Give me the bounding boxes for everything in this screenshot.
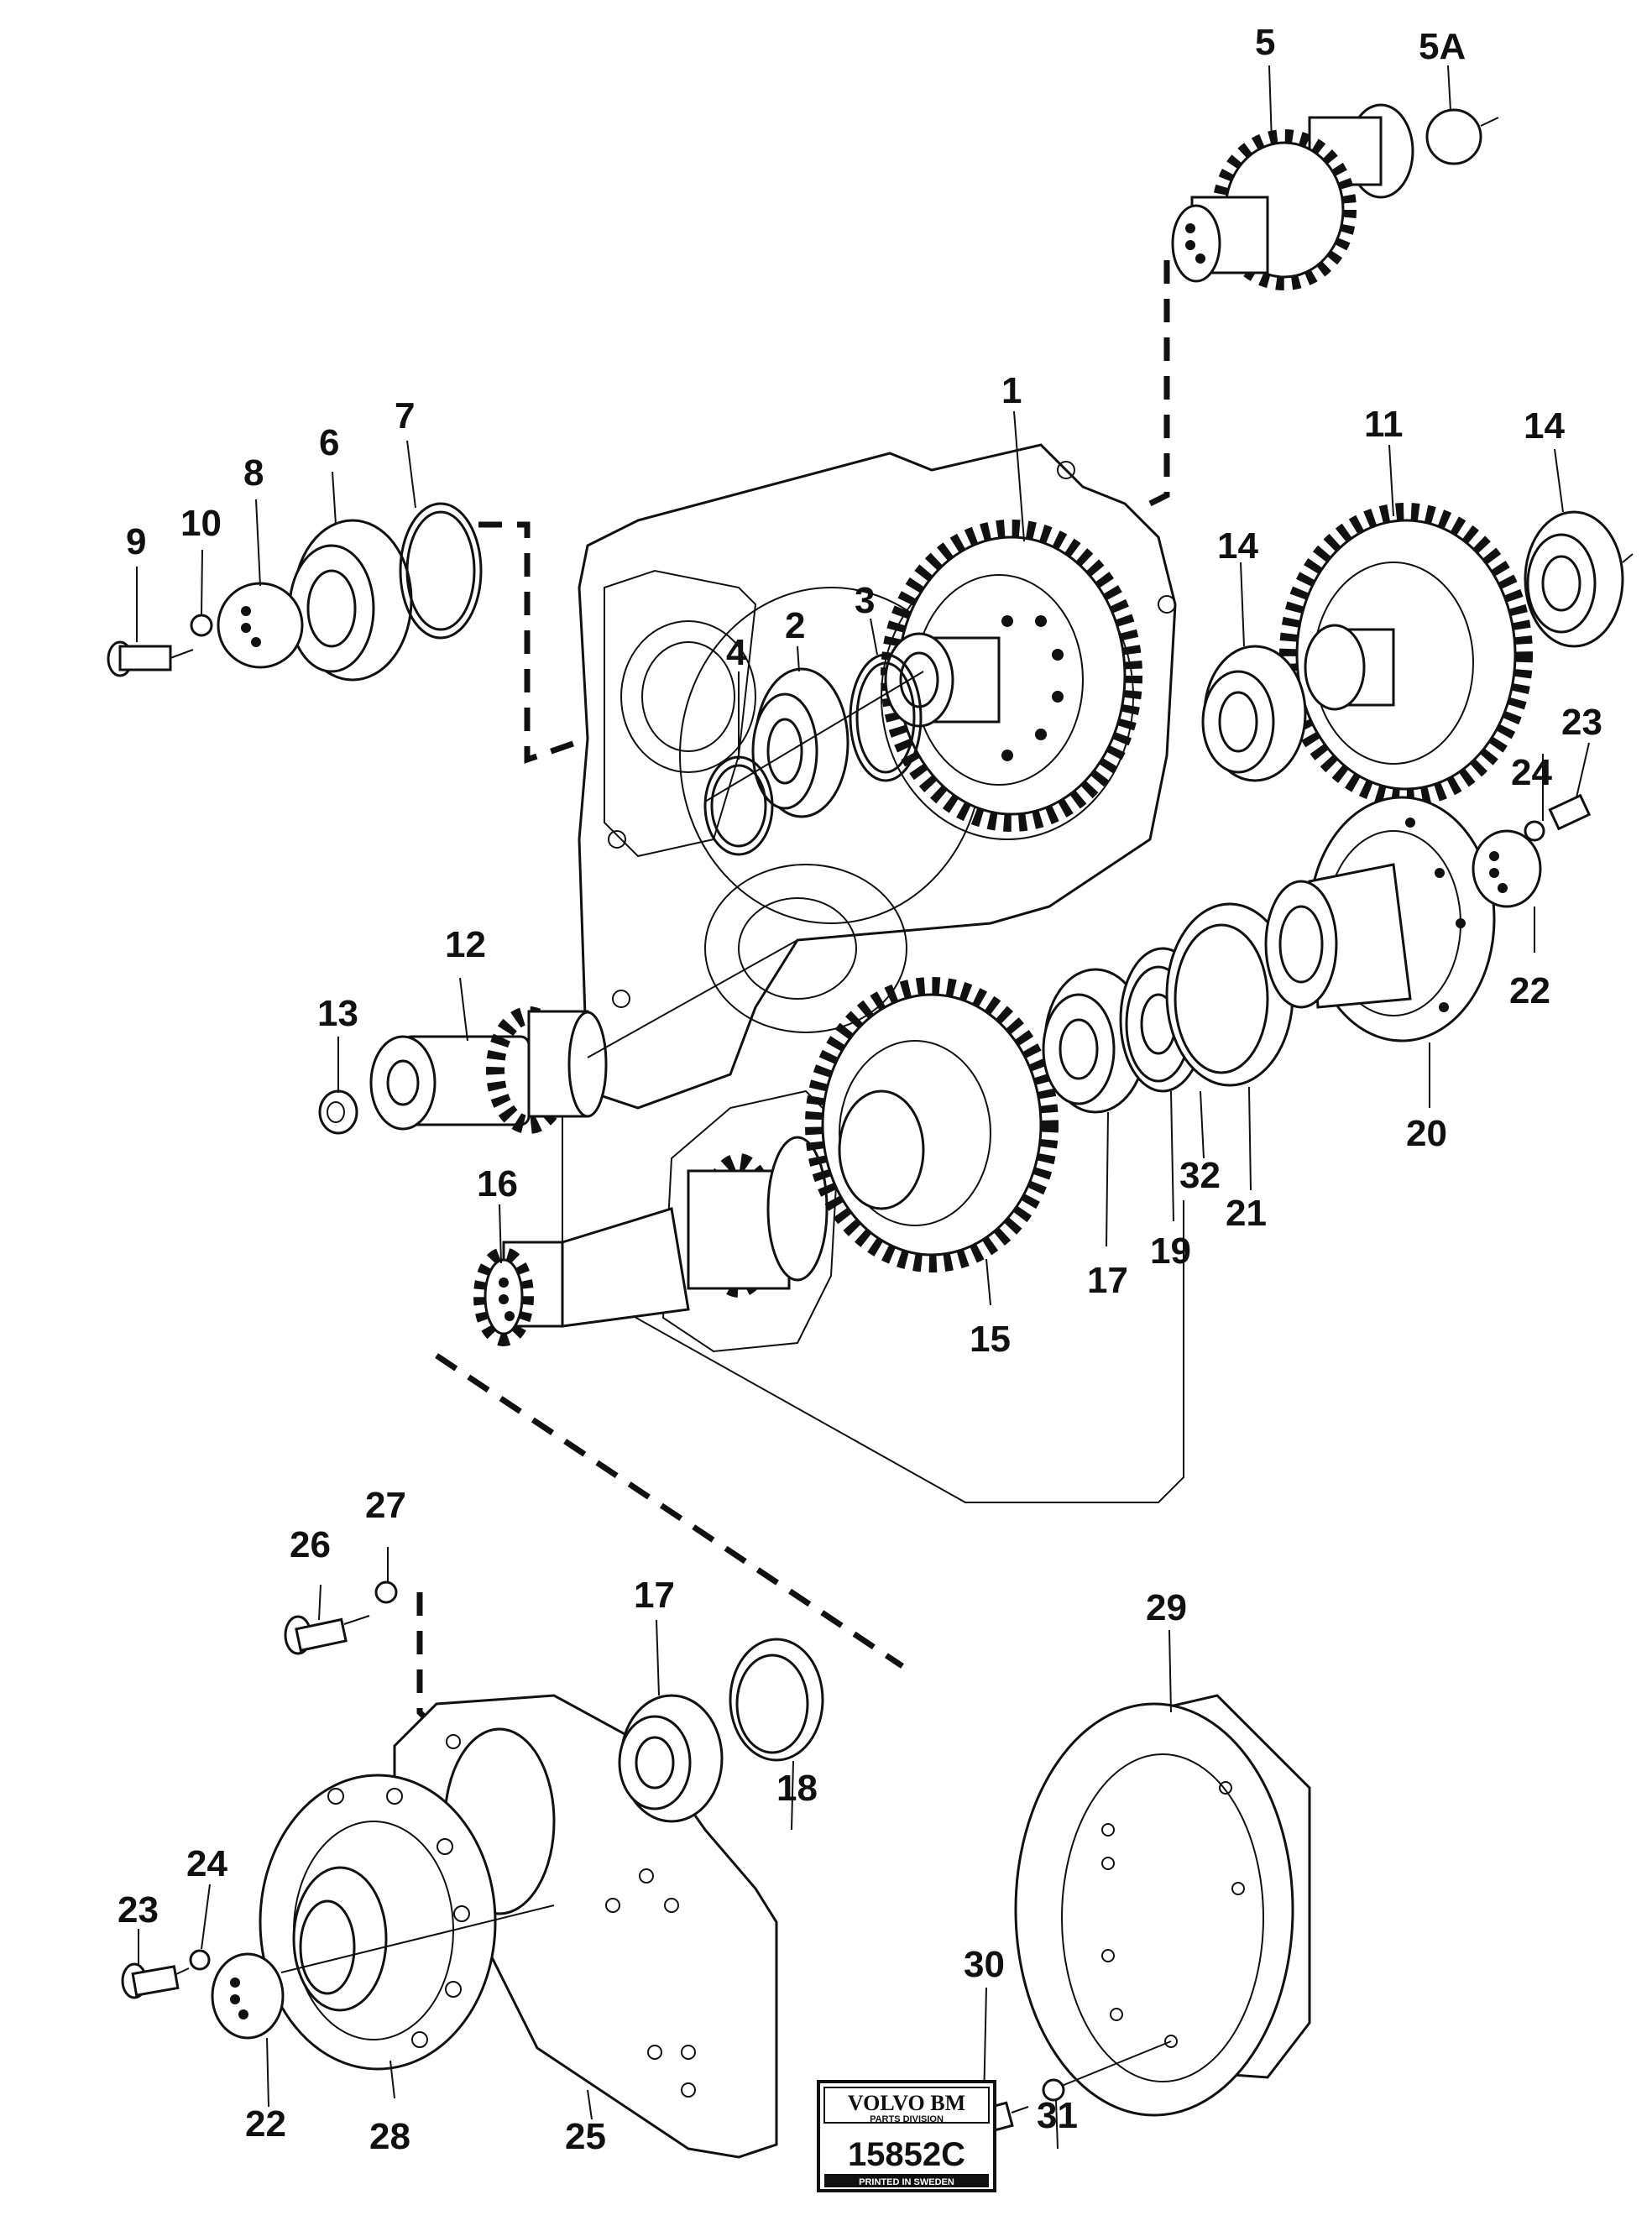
label-8: 8 [243,452,264,494]
label-7: 7 [395,395,415,436]
label-9: 9 [126,521,146,562]
label-14-upper: 14 [1524,405,1565,447]
label-11: 11 [1364,404,1404,445]
label-10: 10 [180,503,222,544]
label-12: 12 [445,924,486,965]
label-2: 2 [785,605,805,646]
label-14-lower: 14 [1217,525,1258,567]
label-4: 4 [726,632,747,673]
label-31: 31 [1037,2095,1078,2136]
nut-13 [318,1089,358,1135]
end-cap-22-upper [1472,829,1542,908]
label-26: 26 [290,1524,331,1565]
stamp-brand: VOLVO BM [848,2091,965,2115]
pinion-gear-5 [1171,103,1414,290]
bolt-26 [284,1615,370,1655]
bolt-9 [107,640,194,677]
label-29: 29 [1146,1587,1187,1628]
snap-ring-4 [703,755,774,856]
label-23-upper: 23 [1561,702,1602,743]
washer-10 [190,614,213,637]
roller-bearing-17-lower [618,1694,724,1823]
label-6: 6 [319,422,339,463]
label-23-lower: 23 [118,1889,159,1931]
bolt-23-lower [121,1962,190,1999]
label-24-lower: 24 [186,1843,227,1884]
part-labels: 5 5A 7 6 8 9 10 1 11 14 14 3 2 4 23 24 2… [118,22,1602,2157]
output-shaft-16 [473,1136,829,1346]
stamp-printed: PRINTED IN SWEDEN [859,2177,954,2187]
washer-31 [1042,2078,1065,2102]
seal-ring-18 [729,1638,824,1762]
label-1: 1 [1001,370,1022,411]
flange-20 [1264,796,1496,1042]
gear-1 [881,520,1142,832]
label-28: 28 [369,2116,410,2157]
label-18: 18 [776,1768,818,1809]
label-22-upper: 22 [1509,970,1550,1011]
bolt-23-upper [1548,793,1592,831]
label-5a: 5A [1419,26,1466,67]
end-cap-22-lower [211,1952,285,2040]
ball-bearing-6 [288,519,413,682]
label-19: 19 [1150,1230,1191,1272]
label-3: 3 [855,580,875,621]
roller-bearing-14-upper [1524,510,1634,648]
cover-29 [1014,1694,1311,2117]
label-20: 20 [1406,1113,1447,1154]
roller-bearing-14-lower [1201,645,1307,782]
washer-24-lower [189,1949,211,1971]
ball-bearing-2 [751,667,850,818]
label-17-upper: 17 [1087,1260,1128,1301]
label-17-lower: 17 [634,1575,675,1616]
shaft-12 [369,1006,608,1134]
stamp-division: PARTS DIVISION [870,2114,944,2124]
label-5: 5 [1255,22,1275,63]
washer-24-upper [1524,820,1545,842]
end-cap-8 [217,582,304,669]
label-25: 25 [565,2116,606,2157]
label-24-upper: 24 [1511,752,1552,793]
label-30: 30 [964,1944,1005,1985]
flange-28 [259,1774,497,2071]
label-16: 16 [477,1163,518,1204]
label-15: 15 [970,1319,1011,1360]
gear-15 [805,977,1059,1272]
label-27: 27 [365,1485,406,1526]
volvo-bm-stamp: VOLVO BM PARTS DIVISION 15852C PRINTED I… [817,2080,996,2192]
gear-11 [1279,503,1533,807]
washer-27 [374,1581,398,1604]
plug-5a [1425,108,1499,165]
label-21: 21 [1226,1193,1267,1234]
ring-21 [1165,902,1294,1087]
stamp-number: 15852C [848,2136,965,2173]
ring-3 [849,653,923,782]
label-32: 32 [1179,1155,1221,1196]
label-22-lower: 22 [245,2103,286,2145]
snap-ring-7 [399,502,483,640]
leader-lines [136,65,1590,2150]
label-13: 13 [317,993,358,1034]
